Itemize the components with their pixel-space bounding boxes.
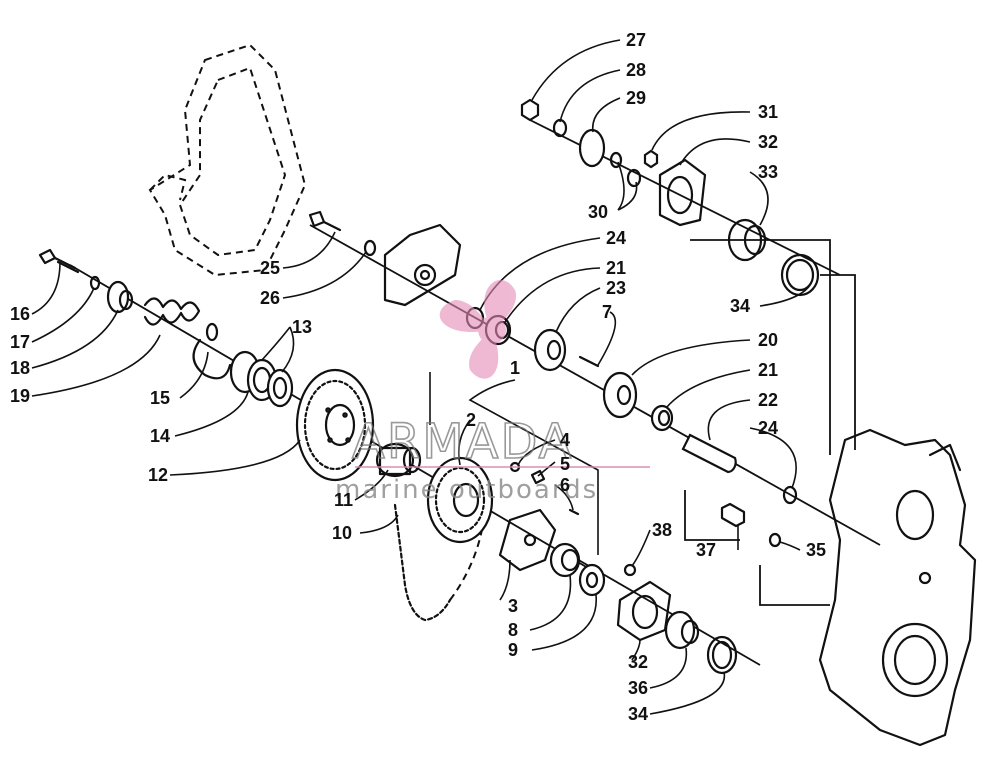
callout-3: 3	[508, 596, 518, 616]
callout-36: 36	[628, 678, 648, 698]
watermark-brand: ARMADA	[352, 414, 573, 470]
callout-21-upper: 21	[606, 258, 626, 278]
callout-13: 13	[292, 317, 312, 337]
callout-5: 5	[560, 454, 570, 474]
callout-1: 1	[510, 358, 520, 378]
armada-watermark: ARMADA marine outboards	[335, 279, 650, 505]
sprocket-23	[533, 328, 567, 372]
transmission-housing	[818, 428, 977, 747]
gearcase-cover	[148, 43, 307, 277]
callout-14: 14	[150, 426, 170, 446]
callout-31: 31	[758, 102, 778, 122]
callout-4: 4	[560, 430, 570, 450]
callout-37: 37	[696, 540, 716, 560]
shift-fork	[498, 508, 557, 572]
callout-21-lower: 21	[758, 360, 778, 380]
propeller-logo-icon	[439, 279, 516, 379]
washer-24-lower	[782, 485, 798, 505]
callout-12: 12	[148, 465, 168, 485]
callout-18: 18	[10, 358, 30, 378]
callout-32-lower: 32	[628, 652, 648, 672]
mounting-bracket	[383, 223, 462, 307]
callout-19: 19	[10, 386, 30, 406]
upper-bolt	[308, 210, 377, 257]
callout-11: 11	[334, 490, 353, 510]
callout-17: 17	[10, 332, 30, 352]
callout-33: 33	[758, 162, 778, 182]
callout-32-upper: 32	[758, 132, 778, 152]
callout-38: 38	[652, 520, 672, 540]
callout-10: 10	[332, 523, 352, 543]
callout-7: 7	[602, 302, 612, 322]
callout-labels: 27 28 29 31 32 33 30 24 21 23 7 25 26 16…	[10, 30, 826, 724]
callout-34-lower: 34	[628, 704, 648, 724]
callout-29: 29	[626, 88, 646, 108]
spacer-22	[681, 433, 737, 474]
callout-24-upper: 24	[606, 228, 626, 248]
left-bolt-stack	[38, 248, 219, 342]
callout-22: 22	[758, 390, 778, 410]
callout-35: 35	[806, 540, 826, 560]
callout-20: 20	[758, 330, 778, 350]
bushing-21-lower	[650, 404, 674, 432]
callout-6: 6	[560, 475, 570, 495]
bearing-plate-upper	[658, 158, 820, 297]
callout-9: 9	[508, 640, 518, 660]
bearing-8	[549, 542, 581, 578]
callout-26: 26	[260, 288, 280, 308]
callout-34-upper: 34	[730, 296, 750, 316]
callout-27: 27	[626, 30, 646, 50]
leader-lines	[31, 39, 811, 715]
callout-28: 28	[626, 60, 646, 80]
callout-15: 15	[150, 388, 170, 408]
large-sprocket	[295, 368, 375, 482]
washer-9	[578, 563, 606, 597]
callout-8: 8	[508, 620, 518, 640]
driven-clutch-stack	[192, 338, 294, 408]
drive-sprocket	[426, 456, 494, 544]
callout-2: 2	[466, 410, 476, 430]
callout-24-lower: 24	[758, 418, 778, 438]
callout-23: 23	[606, 278, 626, 298]
callout-16: 16	[10, 304, 30, 324]
bearing-plate-lower	[616, 563, 738, 675]
bolt-37	[720, 502, 782, 548]
callout-30: 30	[588, 202, 608, 222]
watermark-tagline: marine outboards	[335, 475, 598, 505]
callout-25: 25	[260, 258, 280, 278]
sprocket-20	[602, 371, 638, 419]
